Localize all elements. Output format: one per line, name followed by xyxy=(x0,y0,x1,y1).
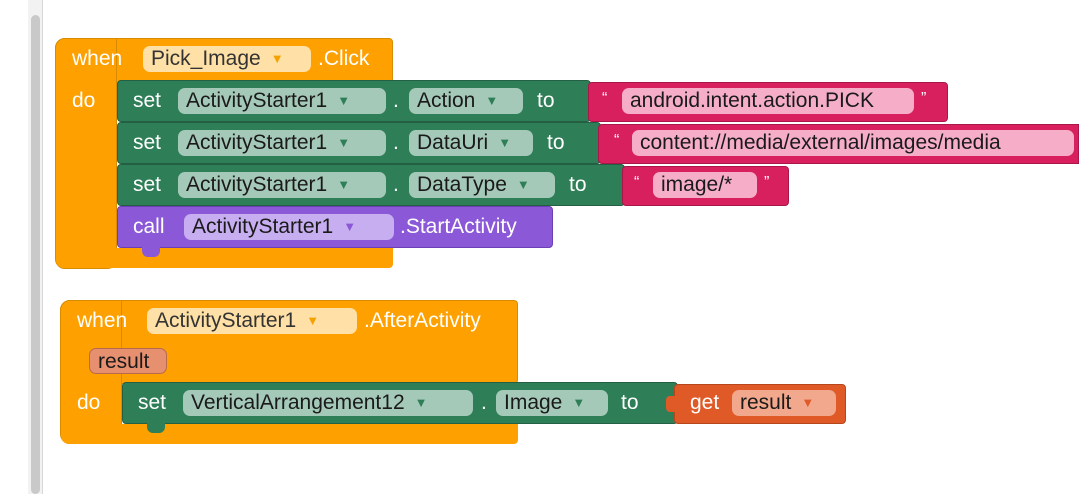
property-dropdown[interactable]: Image ▼ xyxy=(496,390,608,416)
variable-name: result xyxy=(740,391,792,414)
dropdown-arrow-icon: ▼ xyxy=(337,177,351,192)
component-dropdown[interactable]: VerticalArrangement12 ▼ xyxy=(183,390,473,416)
block-connector xyxy=(142,247,160,257)
component-name: ActivityStarter1 xyxy=(186,173,328,196)
quote-open: “ xyxy=(634,174,640,191)
property-dropdown[interactable]: DataType ▼ xyxy=(409,172,555,198)
property-name: Action xyxy=(417,89,476,112)
to-keyword: to xyxy=(537,89,555,112)
dropdown-arrow-icon: ▼ xyxy=(270,51,284,66)
set-keyword: set xyxy=(133,173,162,196)
event-name: .AfterActivity xyxy=(364,309,481,332)
dropdown-arrow-icon: ▼ xyxy=(337,135,351,150)
dropdown-arrow-icon: ▼ xyxy=(572,395,586,410)
method-name: .StartActivity xyxy=(400,215,517,238)
call-keyword: call xyxy=(133,215,165,238)
event-name: .Click xyxy=(318,47,370,70)
quote-open: “ xyxy=(602,90,608,107)
quote-open: “ xyxy=(614,132,620,149)
component-name: ActivityStarter1 xyxy=(192,215,334,238)
dropdown-arrow-icon: ▼ xyxy=(414,395,428,410)
event-footer xyxy=(61,424,518,444)
dropdown-arrow-icon: ▼ xyxy=(306,313,320,328)
dropdown-arrow-icon: ▼ xyxy=(343,219,357,234)
do-keyword: do xyxy=(77,391,101,414)
component-dropdown[interactable]: ActivityStarter1 ▼ xyxy=(178,172,386,198)
block-connector xyxy=(666,396,676,412)
dot-separator: . xyxy=(393,89,399,112)
component-dropdown[interactable]: Pick_Image ▼ xyxy=(143,46,311,72)
text-value[interactable]: android.intent.action.PICK xyxy=(622,88,914,114)
dropdown-arrow-icon: ▼ xyxy=(485,93,499,108)
set-keyword: set xyxy=(133,89,162,112)
event-spine[interactable] xyxy=(55,38,117,269)
event-parameter[interactable]: result xyxy=(89,348,167,374)
component-name: VerticalArrangement12 xyxy=(191,391,405,414)
to-keyword: to xyxy=(621,391,639,414)
text-value[interactable]: image/* xyxy=(653,172,757,198)
when-keyword: when xyxy=(72,47,123,70)
dot-separator: . xyxy=(393,173,399,196)
component-dropdown[interactable]: ActivityStarter1 ▼ xyxy=(178,130,386,156)
do-keyword: do xyxy=(72,89,96,112)
variable-dropdown[interactable]: result ▼ xyxy=(732,390,836,416)
dropdown-arrow-icon: ▼ xyxy=(498,135,512,150)
property-name: DataUri xyxy=(417,131,489,154)
property-dropdown[interactable]: DataUri ▼ xyxy=(409,130,533,156)
component-name: Pick_Image xyxy=(151,47,261,70)
property-name: Image xyxy=(504,391,563,414)
workspace-scrollbar-thumb[interactable] xyxy=(31,15,40,494)
property-name: DataType xyxy=(417,173,507,196)
property-dropdown[interactable]: Action ▼ xyxy=(409,88,523,114)
component-dropdown[interactable]: ActivityStarter1 ▼ xyxy=(184,214,394,240)
to-keyword: to xyxy=(547,131,565,154)
get-keyword: get xyxy=(690,391,720,414)
block-connector xyxy=(147,423,165,433)
component-dropdown[interactable]: ActivityStarter1 ▼ xyxy=(147,308,357,334)
set-keyword: set xyxy=(133,131,162,154)
dropdown-arrow-icon: ▼ xyxy=(337,93,351,108)
component-name: ActivityStarter1 xyxy=(186,131,328,154)
set-keyword: set xyxy=(138,391,167,414)
text-value[interactable]: content://media/external/images/media xyxy=(632,130,1074,156)
dropdown-arrow-icon: ▼ xyxy=(516,177,530,192)
quote-close: ” xyxy=(764,174,770,191)
to-keyword: to xyxy=(569,173,587,196)
quote-close: ” xyxy=(921,90,927,107)
when-keyword: when xyxy=(77,309,128,332)
dropdown-arrow-icon: ▼ xyxy=(801,395,815,410)
event-footer xyxy=(56,248,393,268)
component-dropdown[interactable]: ActivityStarter1 ▼ xyxy=(178,88,386,114)
dot-separator: . xyxy=(393,131,399,154)
dot-separator: . xyxy=(481,391,487,414)
component-name: ActivityStarter1 xyxy=(155,309,297,332)
component-name: ActivityStarter1 xyxy=(186,89,328,112)
